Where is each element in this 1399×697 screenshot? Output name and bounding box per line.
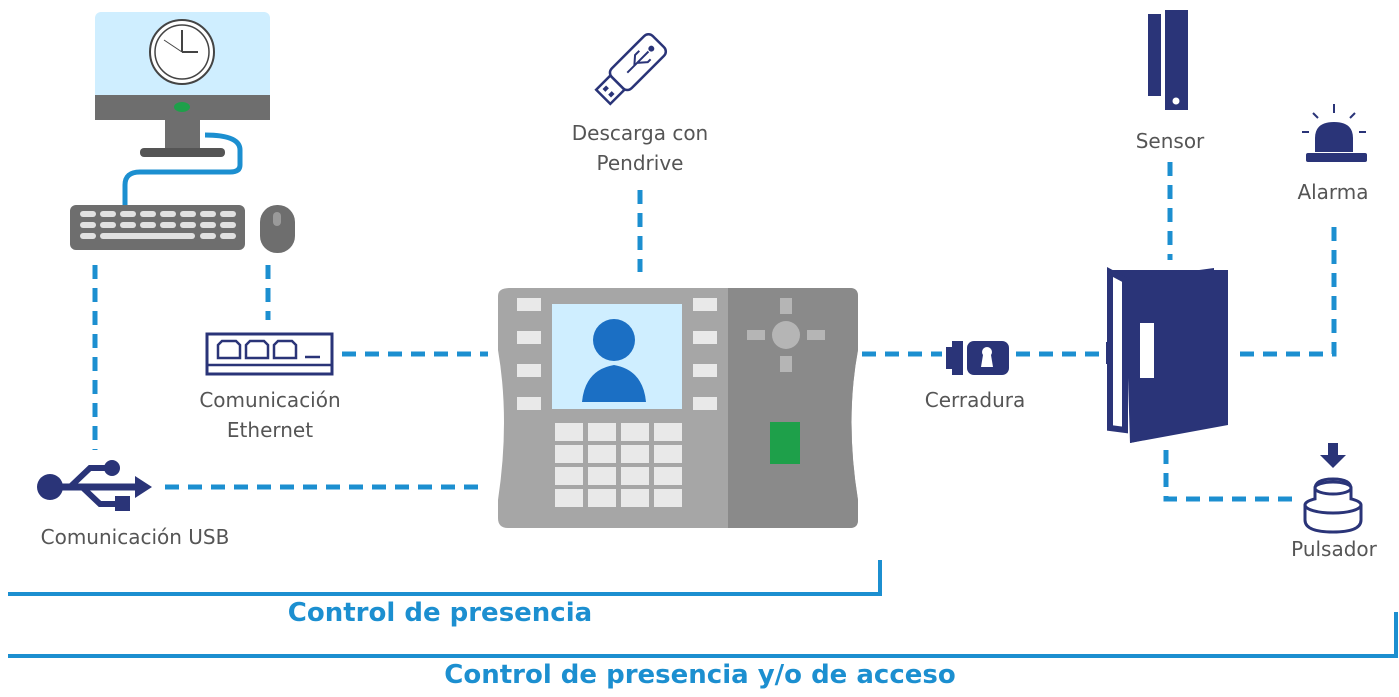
alarm-icon (1302, 104, 1367, 162)
user-avatar-icon (582, 319, 646, 402)
clock-icon (149, 19, 215, 85)
time-attendance-terminal (498, 288, 858, 528)
mouse-icon (260, 205, 295, 253)
usb-icon (37, 460, 152, 511)
access-caption: Control de presencia y/o de acceso (444, 660, 956, 690)
lock-label: Cerradura (924, 388, 1026, 412)
sensor-label: Sensor (1135, 129, 1205, 153)
usb-label: Comunicación USB (40, 525, 230, 549)
button-label: Pulsador (1291, 537, 1377, 561)
keyboard-icon (70, 205, 245, 250)
ethernet-switch-icon (205, 332, 334, 376)
alarm-label: Alarma (1297, 180, 1369, 204)
scope-brackets (8, 560, 1398, 658)
fingerprint-reader (770, 422, 800, 464)
sensor-icon (1148, 10, 1188, 110)
door-icon (1106, 267, 1228, 443)
computer-icon (70, 12, 295, 253)
lock-icon (946, 341, 1009, 375)
presence-caption: Control de presencia (287, 598, 593, 628)
push-button-icon (1303, 443, 1363, 534)
usb-flash-drive-icon (594, 32, 668, 106)
connection-lines (92, 162, 1337, 502)
